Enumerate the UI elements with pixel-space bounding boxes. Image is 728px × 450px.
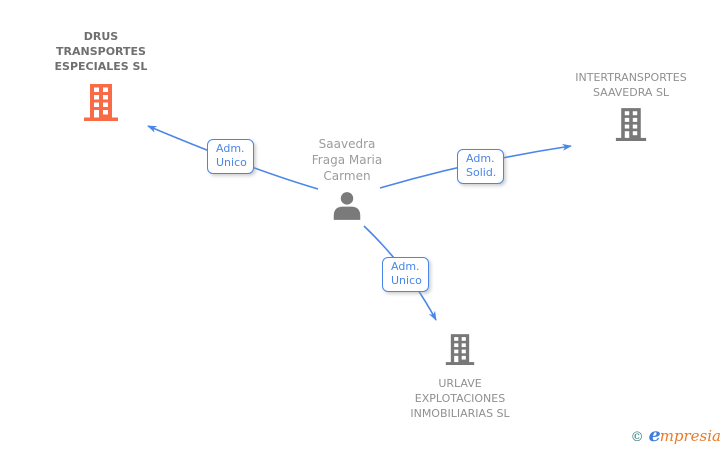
company-name[interactable]: URLAVE EXPLOTACIONES INMOBILIARIAS SL xyxy=(410,377,510,420)
company-node-drus[interactable]: DRUS TRANSPORTES ESPECIALES SL xyxy=(36,29,166,126)
company-name[interactable]: DRUS TRANSPORTES ESPECIALES SL xyxy=(54,30,148,73)
relation-label-to-drus: Adm. Unico xyxy=(207,139,254,174)
empresia-logo[interactable]: © e mpresia xyxy=(631,424,721,446)
copyright-icon: © xyxy=(630,430,644,445)
relation-label-line1: Adm. xyxy=(391,260,420,273)
relation-label-line2: Unico xyxy=(391,274,422,287)
building-icon[interactable] xyxy=(615,108,647,146)
building-icon[interactable] xyxy=(445,333,475,371)
company-node-intertransportes[interactable]: INTERTRANSPORTES SAAVEDRA SL xyxy=(545,70,717,146)
relation-label-line2: Unico xyxy=(216,156,247,169)
relation-label-to-intertransportes: Adm. Solid. xyxy=(457,149,504,184)
person-icon[interactable] xyxy=(332,192,362,224)
brand-initial: e xyxy=(648,424,661,446)
relation-label-to-urlave: Adm. Unico xyxy=(382,257,429,292)
company-name[interactable]: INTERTRANSPORTES SAAVEDRA SL xyxy=(575,71,687,99)
relation-label-line1: Adm. xyxy=(466,152,495,165)
brand-text: mpresia xyxy=(659,427,721,445)
relation-label-line2: Solid. xyxy=(466,166,497,179)
company-node-urlave[interactable]: URLAVE EXPLOTACIONES INMOBILIARIAS SL xyxy=(404,333,516,421)
person-name[interactable]: Saavedra Fraga Maria Carmen xyxy=(311,137,383,183)
person-node[interactable]: Saavedra Fraga Maria Carmen xyxy=(307,136,387,224)
relation-label-line1: Adm. xyxy=(216,142,245,155)
building-icon[interactable] xyxy=(82,84,120,126)
